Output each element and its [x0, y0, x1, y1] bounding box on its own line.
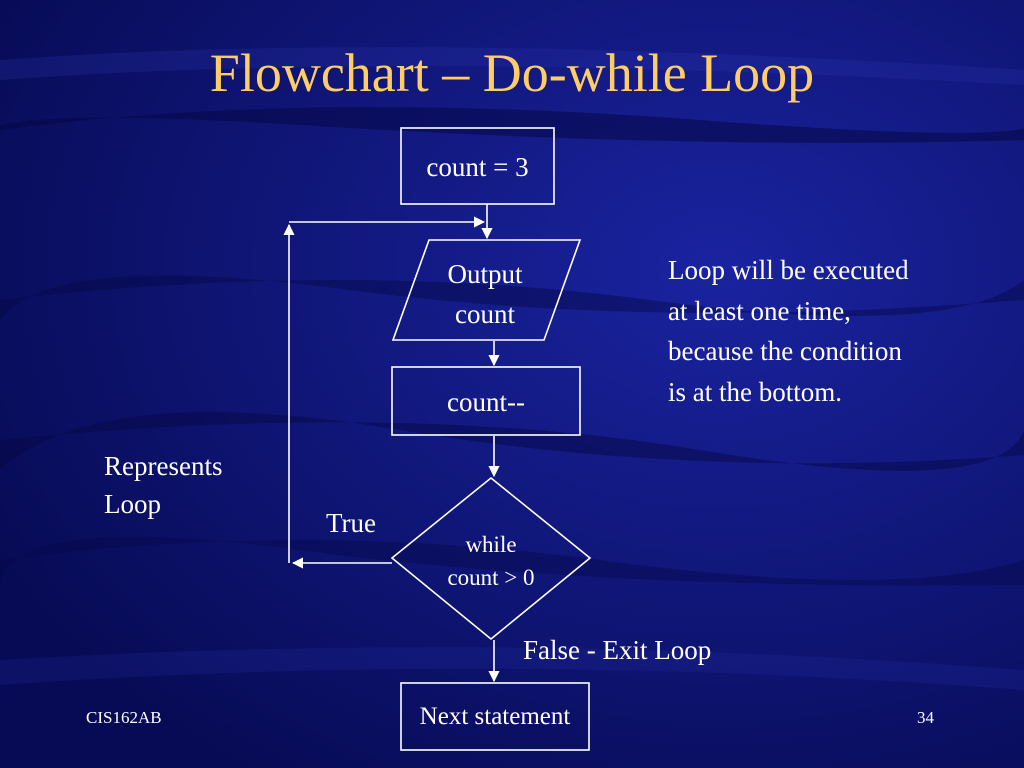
next-statement-label: Next statement [419, 703, 571, 730]
decision-label: while count > 0 [411, 528, 571, 594]
decrement-box-label: count-- [447, 387, 525, 417]
next-statement-box [400, 682, 590, 751]
explanation-line3: because the condition [668, 336, 902, 366]
loop-note: Represents Loop [104, 447, 222, 523]
footer-slide-number: 34 [917, 708, 934, 727]
footer-course-code: CIS162AB [86, 708, 162, 727]
explanation-line1: Loop will be executed [668, 255, 909, 285]
output-parallelogram [391, 239, 582, 341]
slide-title: Flowchart – Do-while Loop [209, 43, 815, 103]
explanation-text: Loop will be executed at least one time,… [668, 250, 909, 412]
output-box-label: Output count [420, 254, 550, 334]
start-box-label: count = 3 [426, 152, 529, 182]
loop-note-line2: Loop [104, 489, 161, 519]
output-box-label-line1: Output [447, 259, 523, 289]
decision-diamond [390, 476, 592, 641]
output-box-label-line2: count [455, 299, 515, 329]
false-branch-label: False - Exit Loop [523, 635, 712, 665]
explanation-line2: at least one time, [668, 295, 851, 326]
decision-label-line1: while [465, 532, 517, 557]
start-process-box [400, 127, 555, 205]
decision-label-line2: count > 0 [447, 565, 535, 590]
true-branch-label: True [326, 508, 377, 538]
explanation-line4: is at the bottom. [668, 376, 842, 407]
loop-note-line1: Represents [104, 451, 223, 481]
decrement-process-box [391, 366, 581, 436]
